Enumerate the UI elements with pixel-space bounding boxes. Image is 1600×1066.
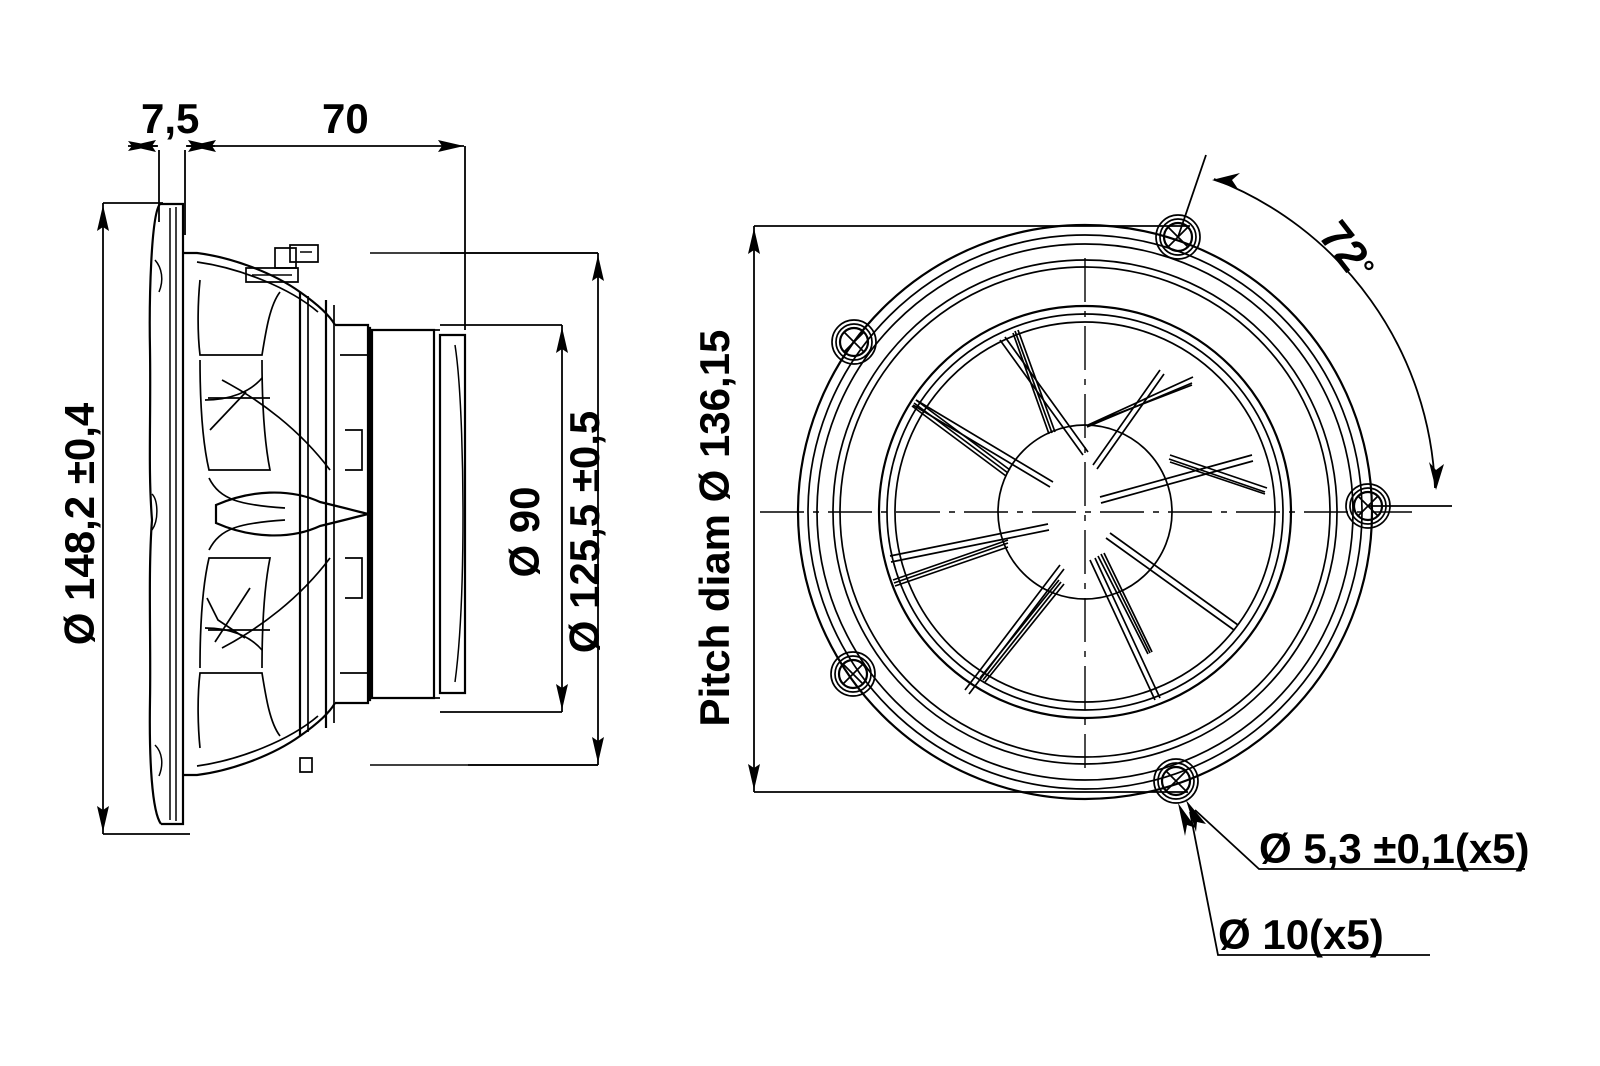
- dimension-hole-angle: [1177, 154, 1452, 507]
- dimension-value-90: Ø 90: [501, 486, 548, 578]
- mounting-hole: [830, 651, 876, 697]
- cone-vanes: [892, 329, 1268, 683]
- dimension-value-7-5: 7,5: [141, 95, 200, 142]
- dimension-value-70: 70: [322, 95, 369, 142]
- callout-hole-diameter: Ø 5,3 ±0,1(x5): [1259, 825, 1530, 873]
- callout-value-10: Ø 10(x5): [1218, 911, 1384, 958]
- dimension-label-outer-diameter: Ø 148,2 ±0,4: [56, 299, 104, 749]
- dimension-value-125-5: Ø 125,5 ±0,5: [561, 410, 608, 654]
- dimension-label-pitch-diameter: Pitch diam Ø 136,15: [691, 268, 739, 788]
- callout-counterbore-diameter: Ø 10(x5): [1218, 911, 1384, 959]
- mounting-holes: [830, 214, 1391, 804]
- dimension-value-pitch-136-15: Pitch diam Ø 136,15: [691, 329, 738, 727]
- dimension-value-148-2: Ø 148,2 ±0,4: [56, 402, 103, 646]
- hole-callout-leaders: [1178, 800, 1525, 956]
- magnet-assembly: [335, 323, 467, 705]
- dimension-flange-thickness: [128, 140, 215, 235]
- side-section-view: [148, 202, 467, 826]
- mounting-hole: [831, 319, 877, 365]
- projection-lines: [370, 252, 598, 766]
- callout-value-5-3: Ø 5,3 ±0,1(x5): [1259, 825, 1530, 872]
- dimension-overall-depth: [188, 140, 466, 330]
- dimension-pitch-diameter: [748, 225, 1190, 793]
- cone-outer-ribs: [889, 336, 1254, 701]
- dimension-label-cone-diameter: Ø 90: [501, 407, 549, 657]
- dimension-label-mounting-face-diameter: Ø 125,5 ±0,5: [561, 317, 609, 747]
- mounting-hole: [1153, 758, 1199, 804]
- dimension-label-flange-thickness: 7,5: [141, 95, 199, 143]
- front-view: [760, 214, 1412, 804]
- dimension-label-overall-depth: 70: [322, 95, 369, 143]
- flange-plate: [148, 202, 185, 826]
- dimension-cone-diameter: [440, 324, 568, 713]
- dimension-outer-diameter: [97, 202, 190, 835]
- mounting-hole: [1155, 214, 1201, 260]
